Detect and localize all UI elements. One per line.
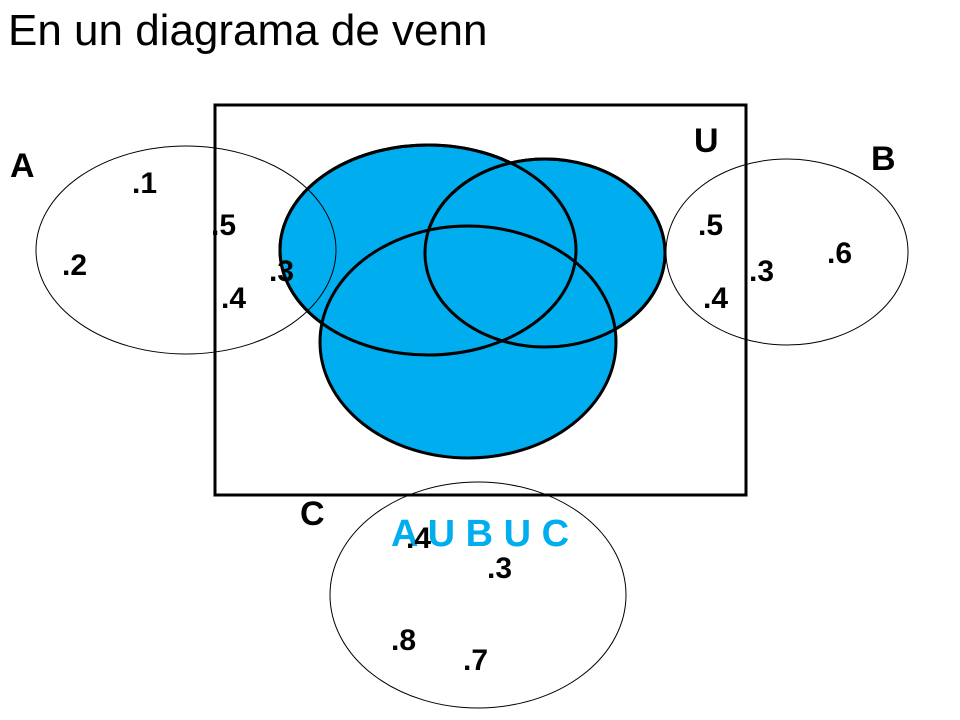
union-region xyxy=(278,143,667,460)
set-a-element: .3 xyxy=(269,255,294,288)
set-a-element: .4 xyxy=(221,282,246,315)
slide-title: En un diagrama de venn xyxy=(8,6,488,55)
set-b-element: .6 xyxy=(827,237,852,270)
set-b-element: .3 xyxy=(749,255,774,288)
set-c-element: .4 xyxy=(406,522,431,555)
universe-rect xyxy=(213,103,748,497)
set-b-element: .4 xyxy=(703,282,728,315)
universe-label: U xyxy=(694,122,719,160)
set-b-elements: .5 .6 .3 .4 xyxy=(698,209,852,315)
set-a-label: A xyxy=(10,147,35,185)
set-c-label: C xyxy=(300,495,325,533)
set-b-element: .5 xyxy=(698,209,723,242)
set-c-element: .7 xyxy=(463,644,488,677)
union-circle-c xyxy=(318,224,618,460)
set-a-element: .1 xyxy=(132,167,157,200)
set-c-elements: .4 .3 .8 .7 xyxy=(391,522,512,677)
set-b-label: B xyxy=(871,140,896,178)
union-outline-a xyxy=(278,143,578,357)
union-outline-b xyxy=(423,157,667,349)
set-a-element: .5 xyxy=(211,209,236,242)
set-c-element: .8 xyxy=(391,624,416,657)
set-a-elements: .1 .2 .5 .4 .3 xyxy=(62,167,294,315)
union-label: A U B U C xyxy=(391,513,569,555)
set-a-circle xyxy=(35,145,337,355)
set-a-element: .2 xyxy=(62,249,87,282)
set-c-element: .3 xyxy=(487,552,512,585)
set-b-circle xyxy=(665,158,909,346)
set-c-circle xyxy=(329,481,627,709)
